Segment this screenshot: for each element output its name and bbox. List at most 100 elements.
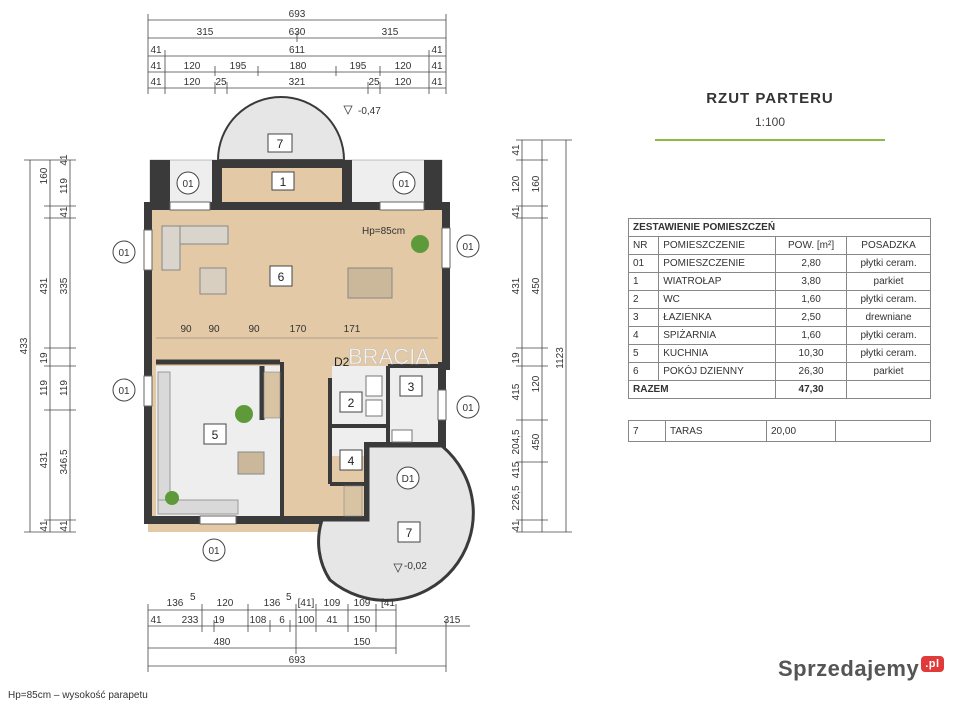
wall	[212, 160, 222, 208]
dim-bottom: 150	[354, 637, 371, 648]
plant-icon	[411, 235, 429, 253]
dim-left: 431	[39, 451, 50, 468]
table-cell	[835, 420, 931, 442]
window-label: 01	[462, 403, 474, 414]
dim-bottom: [41	[381, 598, 395, 609]
watermark: BRACIA	[348, 344, 430, 369]
dim-top: 120	[395, 61, 412, 72]
window	[441, 227, 451, 269]
bottom-dimensions	[147, 604, 470, 672]
dim-right: 415	[511, 461, 522, 478]
window-label: 01	[118, 386, 130, 397]
terrace-table: 7 TARAS 20,00	[628, 420, 931, 442]
table-cell: płytki ceram.	[846, 344, 931, 363]
door-d2-label: D2	[334, 355, 350, 369]
window-tag	[176, 171, 200, 195]
left-dimensions	[24, 159, 76, 533]
dim-bottom: 109	[354, 598, 371, 609]
dim-bottom: 19	[213, 615, 225, 626]
table-cell	[846, 380, 931, 399]
dim-top: 41	[431, 45, 443, 56]
room-2-label: 2	[348, 396, 355, 410]
table-cell: drewniane	[846, 308, 931, 327]
table-cell: 1,60	[775, 326, 848, 345]
door-d1-label: D1	[402, 474, 415, 485]
window-tag	[112, 378, 136, 402]
dim-right: 226,5	[511, 485, 522, 510]
wall	[342, 160, 352, 208]
dim-bottom-total: 693	[289, 655, 306, 666]
window	[169, 201, 211, 211]
table-cell: płytki ceram.	[846, 254, 931, 273]
dim-bottom: 100	[298, 615, 315, 626]
window-label: 01	[118, 248, 130, 259]
plan-title: RZUT PARTERU	[706, 90, 834, 107]
brand-logo[interactable]: Sprzedajemy.pl	[778, 656, 944, 682]
top-dimensions	[147, 14, 447, 94]
dim-left: 119	[39, 380, 50, 396]
dim-bottom-sup: 5	[190, 592, 196, 603]
table-row: 7 TARAS 20,00	[628, 420, 931, 442]
dim-top-total: 693	[289, 9, 306, 20]
table-row: 4 SPIŻARNIA 1,60 płytki ceram.	[627, 326, 931, 345]
table-cell: parkiet	[846, 272, 931, 291]
dim-top: 315	[382, 27, 399, 38]
plant-icon	[165, 491, 179, 505]
dim-right: 120	[531, 375, 542, 392]
dim-top: 195	[350, 61, 367, 72]
dim-interior: 90	[248, 324, 260, 335]
table-cell: 01	[627, 254, 660, 273]
dim-left: 346.5	[59, 449, 70, 474]
table-cell: 10,30	[775, 344, 848, 363]
dim-bottom: 108	[250, 615, 267, 626]
dim-left: 41	[59, 154, 70, 166]
table-cell: WIATROŁAP	[658, 272, 777, 291]
table-cell: 20,00	[766, 420, 836, 442]
table-cell: 6	[627, 362, 660, 381]
window-label: 01	[398, 179, 410, 190]
table-cell: POKÓJ DZIENNY	[658, 362, 777, 381]
table-header: POSADZKA	[846, 236, 931, 255]
window	[379, 201, 425, 211]
dim-bottom: 233	[182, 615, 199, 626]
door-tag	[396, 466, 420, 490]
table-header-row: NR POMIESZCZENIE POW. [m²] POSADZKA	[627, 236, 931, 255]
table-row: 5 KUCHNIA 10,30 płytki ceram.	[627, 344, 931, 363]
wall	[424, 160, 442, 208]
dim-top: 611	[289, 45, 305, 56]
coffee-table	[199, 267, 227, 295]
right-dimensions	[516, 139, 572, 533]
room-1-label: 1	[280, 175, 287, 189]
stairs	[263, 371, 363, 517]
table-cell: parkiet	[846, 362, 931, 381]
kitchen-counter	[157, 371, 171, 503]
window	[437, 389, 447, 421]
logo-text: Sprzedajemy	[778, 656, 920, 681]
dim-right: 450	[531, 433, 542, 450]
window-tag	[202, 538, 226, 562]
title-block: RZUT PARTERU 1:100	[640, 90, 900, 141]
plan-scale: 1:100	[754, 115, 786, 129]
room-tag	[271, 171, 295, 191]
rooms-table: ZESTAWIENIE POMIESZCZEŃ NR POMIESZCZENIE…	[627, 218, 931, 399]
table-cell: 2	[627, 290, 660, 309]
window	[199, 515, 237, 525]
dim-left: 119	[59, 178, 70, 194]
table-cell: 26,30	[775, 362, 848, 381]
dim-right: 19	[511, 352, 522, 364]
room-tag	[339, 391, 363, 413]
floor-plan: 693 315 630 315 41 611 41 41 120 195 180…	[19, 9, 572, 672]
dim-top: 180	[290, 61, 307, 72]
dim-top: 321	[289, 77, 306, 88]
dim-top: 630	[289, 27, 306, 38]
kitchen-table	[237, 451, 265, 475]
dining-table	[347, 267, 393, 299]
level-marker-icon	[393, 563, 403, 573]
dim-bottom-sup: 5	[286, 592, 292, 603]
window	[143, 375, 153, 407]
dim-top: 120	[184, 77, 201, 88]
table-cell: WC	[658, 290, 777, 309]
room-3-label: 3	[408, 380, 415, 394]
table-cell: TARAS	[665, 420, 767, 442]
table-cell: 3,80	[775, 272, 848, 291]
